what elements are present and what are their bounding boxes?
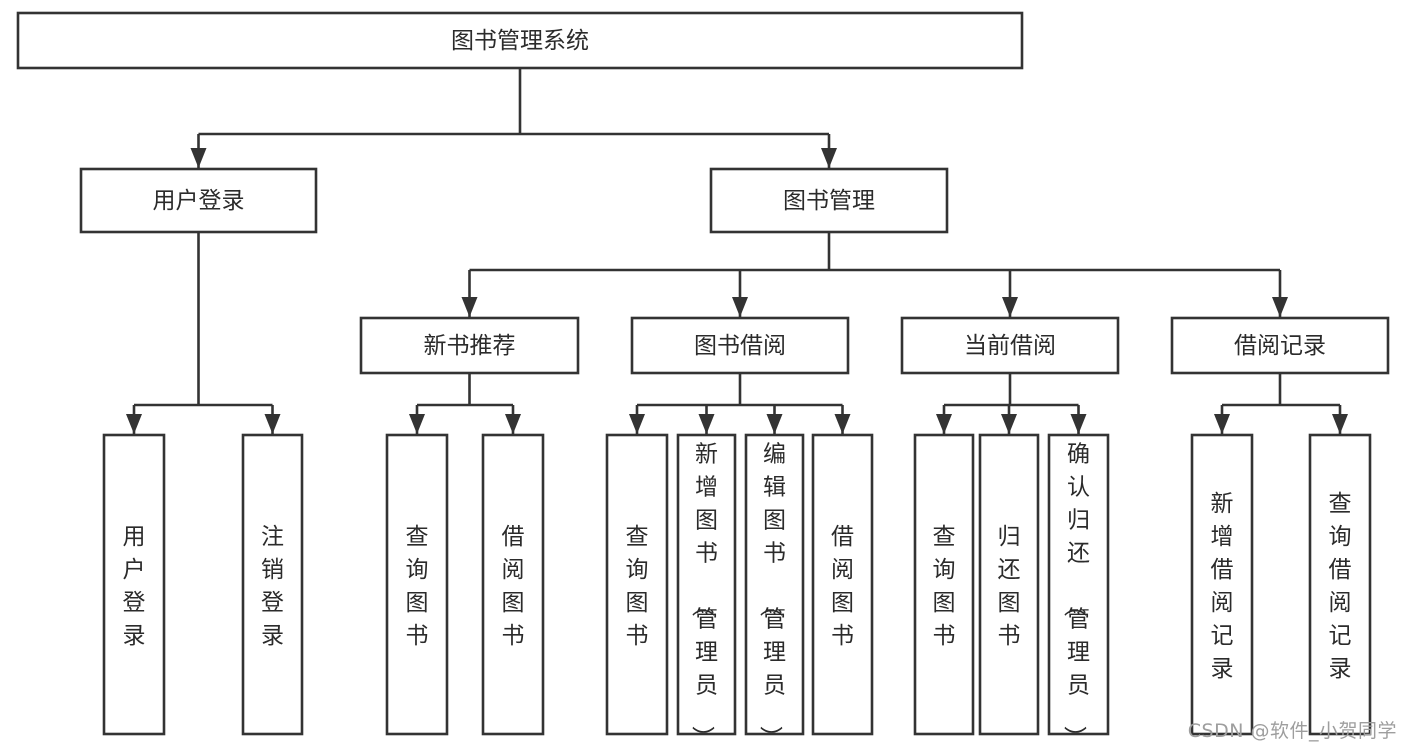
- node-book-manage-rect: [709, 167, 949, 234]
- node-leaf-query-record[interactable]: 查询借阅记录: [1308, 433, 1372, 736]
- borrow-record-to-leaves-arrow-0: [1214, 414, 1230, 434]
- node-book-borrow-label: 图书借阅: [694, 333, 786, 359]
- node-current-borrow-label: 当前借阅: [964, 333, 1056, 359]
- node-leaf-logout-label: 注销登录: [261, 524, 284, 649]
- node-leaf-add-record[interactable]: 新增借阅记录: [1190, 433, 1254, 736]
- current-borrow-to-leaves-arrow-0: [936, 414, 952, 434]
- node-root[interactable]: 图书管理系统: [16, 11, 1024, 70]
- node-leaf-logout-rect: [241, 433, 304, 736]
- bookmanage-to-level2-arrow-2: [1002, 297, 1018, 317]
- node-user-login-rect: [79, 167, 318, 234]
- node-leaf-edit-book-rect: [744, 433, 805, 736]
- node-leaf-logout[interactable]: 注销登录: [241, 433, 304, 736]
- node-root-rect: [16, 11, 1024, 70]
- node-root-label: 图书管理系统: [451, 28, 589, 54]
- node-new-book-recommend-rect: [359, 316, 580, 375]
- node-leaf-return-book-label: 归还图书: [998, 524, 1021, 649]
- node-book-manage[interactable]: 图书管理: [709, 167, 949, 234]
- node-leaf-query-record-rect: [1308, 433, 1372, 736]
- root-to-level1-arrow-0: [190, 148, 207, 168]
- user-login-to-leaves-arrow-0: [126, 414, 142, 434]
- node-new-book-recommend-label: 新书推荐: [424, 333, 516, 359]
- node-new-book-recommend[interactable]: 新书推荐: [359, 316, 580, 375]
- node-leaf-confirm-return-label: 确认归还（管理员）: [1061, 442, 1090, 747]
- bookmanage-to-level2-arrow-0: [461, 297, 478, 317]
- node-leaf-borrow-book-1-rect: [481, 433, 545, 736]
- user-login-to-leaves-arrow-1: [264, 414, 281, 434]
- node-leaf-query-book-3[interactable]: 查询图书: [913, 433, 975, 736]
- node-leaf-query-book-1-rect: [385, 433, 449, 736]
- node-leaf-confirm-return[interactable]: 确认归还（管理员）: [1047, 433, 1110, 747]
- csdn-watermark: CSDN @软件_小贺同学: [1187, 720, 1397, 742]
- node-leaf-borrow-book-2-label: 借阅图书: [831, 524, 854, 649]
- node-layer: 图书管理系统用户登录图书管理新书推荐图书借阅当前借阅借阅记录用户登录注销登录查询…: [16, 11, 1390, 747]
- node-borrow-record-rect: [1170, 316, 1390, 375]
- current-borrow-to-leaves-arrow-1: [1001, 414, 1017, 434]
- borrow-record-to-leaves-arrow-1: [1332, 414, 1348, 434]
- book-borrow-to-leaves-arrow-0: [629, 414, 645, 434]
- node-leaf-return-book[interactable]: 归还图书: [978, 433, 1040, 736]
- node-leaf-add-record-label: 新增借阅记录: [1211, 491, 1234, 682]
- node-book-manage-label: 图书管理: [783, 188, 875, 214]
- node-leaf-user-login[interactable]: 用户登录: [102, 433, 166, 736]
- node-leaf-query-record-label: 查询借阅记录: [1329, 491, 1352, 682]
- node-leaf-borrow-book-1[interactable]: 借阅图书: [481, 433, 545, 736]
- book-borrow-to-leaves-arrow-1: [698, 414, 715, 434]
- node-leaf-borrow-book-1-label: 借阅图书: [502, 524, 525, 649]
- node-user-login[interactable]: 用户登录: [79, 167, 318, 234]
- node-current-borrow-rect: [900, 316, 1120, 375]
- node-user-login-label: 用户登录: [153, 188, 245, 214]
- node-leaf-user-login-label: 用户登录: [123, 524, 146, 649]
- node-leaf-query-book-1[interactable]: 查询图书: [385, 433, 449, 736]
- node-leaf-add-record-rect: [1190, 433, 1254, 736]
- node-leaf-add-book[interactable]: 新增图书（管理员）: [676, 433, 737, 747]
- node-leaf-query-book-3-label: 查询图书: [933, 524, 956, 649]
- node-leaf-confirm-return-rect: [1047, 433, 1110, 736]
- new-book-recommend-to-leaves-arrow-0: [409, 414, 425, 434]
- bookmanage-to-level2-arrow-3: [1272, 297, 1288, 317]
- node-book-borrow[interactable]: 图书借阅: [630, 316, 850, 375]
- node-leaf-query-book-2[interactable]: 查询图书: [605, 433, 669, 736]
- node-leaf-add-book-rect: [676, 433, 737, 736]
- node-leaf-query-book-2-rect: [605, 433, 669, 736]
- book-borrow-to-leaves-arrow-2: [766, 414, 783, 434]
- node-leaf-query-book-1-label: 查询图书: [406, 524, 429, 649]
- node-leaf-return-book-rect: [978, 433, 1040, 736]
- node-borrow-record[interactable]: 借阅记录: [1170, 316, 1390, 375]
- node-leaf-query-book-3-rect: [913, 433, 975, 736]
- node-borrow-record-label: 借阅记录: [1234, 333, 1326, 359]
- node-book-borrow-rect: [630, 316, 850, 375]
- current-borrow-to-leaves-arrow-2: [1070, 414, 1087, 434]
- node-leaf-edit-book[interactable]: 编辑图书（管理员）: [744, 433, 805, 747]
- node-leaf-borrow-book-2[interactable]: 借阅图书: [811, 433, 874, 736]
- node-leaf-edit-book-label: 编辑图书（管理员）: [757, 442, 786, 747]
- node-leaf-query-book-2-label: 查询图书: [626, 524, 649, 649]
- new-book-recommend-to-leaves-arrow-1: [505, 414, 521, 434]
- node-leaf-add-book-label: 新增图书（管理员）: [689, 442, 718, 747]
- connector-layer: [126, 68, 1348, 434]
- root-to-level1-arrow-1: [821, 148, 837, 168]
- node-leaf-user-login-rect: [102, 433, 166, 736]
- book-borrow-to-leaves-arrow-3: [834, 414, 851, 434]
- node-leaf-borrow-book-2-rect: [811, 433, 874, 736]
- node-current-borrow[interactable]: 当前借阅: [900, 316, 1120, 375]
- bookmanage-to-level2-arrow-1: [732, 297, 748, 317]
